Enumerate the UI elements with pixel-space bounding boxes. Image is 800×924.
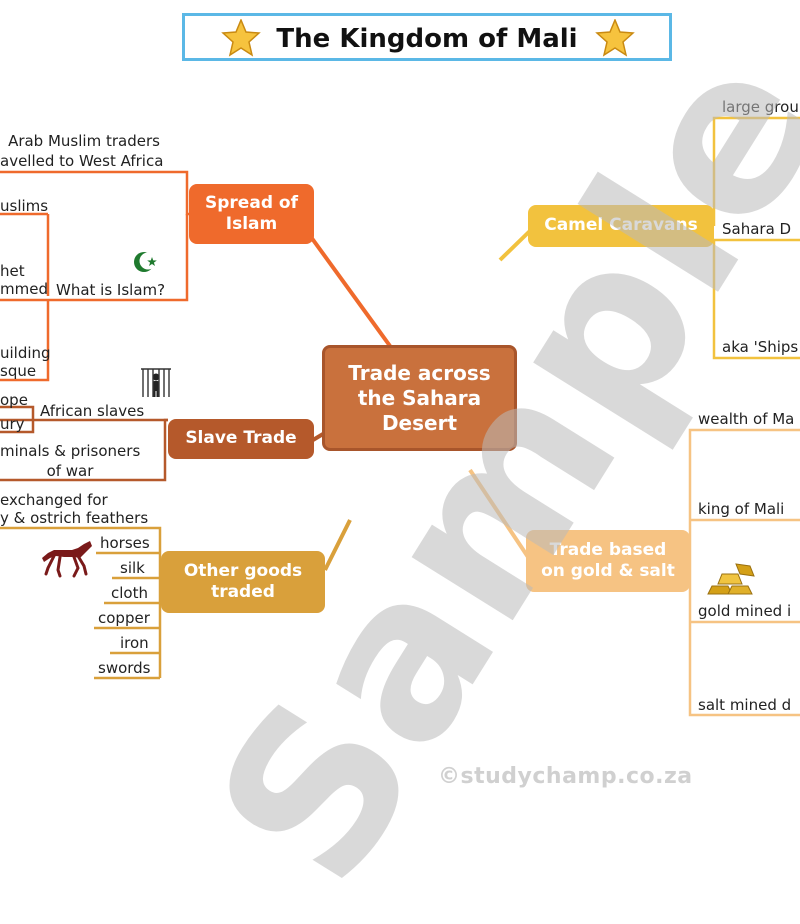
label-salt-mined: salt mined d [698,696,792,714]
link-trade [468,468,532,562]
label-mosque: sque [0,362,37,380]
camel-label: Camel Caravans [544,215,698,236]
item-cloth: cloth [111,584,148,602]
trade-line2: on gold & salt [541,561,675,581]
trade-brackets [688,428,800,717]
other-line1: Other goods [183,560,303,581]
jail-icon [141,368,171,397]
node-spread-of-islam: Spread of Islam [189,184,314,244]
label-criminals-2: of war [46,462,94,480]
label-what-is-islam: What is Islam? [56,281,166,299]
label-king: king of Mali [698,500,785,518]
label-building: uilding [0,344,51,362]
slave-brackets [0,405,168,482]
node-other-goods: Other goods traded [161,551,325,613]
connector-lines [0,116,800,717]
label-arab-traders-1: Arab Muslim traders [8,132,160,150]
label-prophet-1: het [0,262,25,280]
label-exchanged-1: exchanged for [0,491,108,509]
center-node: Trade across the Sahara Desert [322,345,517,451]
center-line1: Trade across [348,360,491,385]
label-prophet-2: mmed [0,280,48,298]
label-sahara: Sahara D [722,220,792,238]
label-criminals-1: minals & prisoners [0,442,141,460]
node-slave-trade: Slave Trade [168,419,314,459]
node-camel-caravans: Camel Caravans [528,205,714,247]
label-luxury: ury [0,415,25,433]
label-exchanged-2: y & ostrich feathers [0,509,149,527]
label-wealth: wealth of Ma [698,410,795,428]
label-arab-traders-2: avelled to West Africa [0,152,164,170]
spread-line1: Spread of [205,192,298,213]
label-muslims: uslims [0,197,49,215]
link-other [323,519,352,571]
label-large-groups: large grou [722,98,799,116]
label-europe: ope [0,391,28,409]
item-iron: iron [120,634,149,652]
page-title: The Kingdom of Mali [276,24,578,54]
item-silk: silk [120,559,145,577]
label-gold-mined: gold mined i [698,602,792,620]
crescent-icon [134,252,157,272]
node-trade-gold-salt: Trade based on gold & salt [526,530,690,592]
item-horses: horses [100,534,150,552]
slave-label: Slave Trade [185,428,297,449]
trade-line1: Trade based [549,539,667,560]
item-swords: swords [98,659,151,677]
label-ships: aka 'Ships [722,338,799,356]
other-brackets [0,526,162,680]
link-slave [311,432,325,442]
other-line2: traded [211,582,275,602]
horse-icon [42,541,92,578]
spread-brackets [0,170,190,382]
center-line2: the Sahara [357,385,482,410]
label-african-slaves: African slaves [40,402,145,420]
footer-copyright: ©studychamp.co.za [438,764,693,789]
gold-bars-icon [707,563,755,595]
title-box: The Kingdom of Mali [182,13,672,61]
camel-brackets [712,116,800,360]
star-icon-left [221,19,261,57]
item-copper: copper [98,609,150,627]
star-icon-right [595,19,635,57]
mind-map: The Kingdom of Mali Trade across the Sah… [0,9,800,924]
center-line3: Desert [381,410,458,435]
link-spread [301,224,392,348]
spread-line2: Islam [225,214,278,234]
